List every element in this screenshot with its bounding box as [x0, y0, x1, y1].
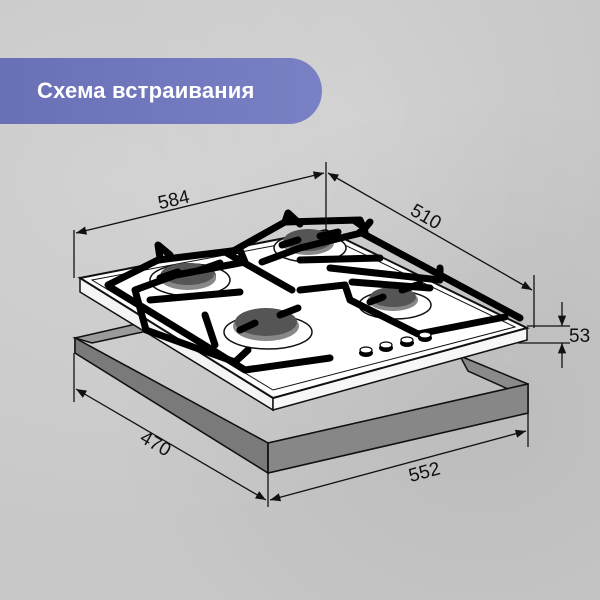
- gas-hob: [77, 209, 530, 412]
- knob-3: [400, 336, 414, 347]
- control-knobs: [359, 331, 432, 357]
- dim-hob-width: 584: [156, 187, 192, 215]
- dim-hob-height: 53: [569, 326, 590, 347]
- banner-title: Схема встраивания: [37, 78, 255, 103]
- dim-cutout-width: 552: [407, 458, 443, 486]
- knob-1: [359, 346, 373, 357]
- knob-4: [418, 331, 432, 342]
- knob-2: [379, 341, 393, 352]
- title-banner: Схема встраивания: [0, 58, 322, 124]
- dim-cutout-depth: 470: [136, 427, 174, 461]
- dim-hob-depth: 510: [407, 200, 445, 234]
